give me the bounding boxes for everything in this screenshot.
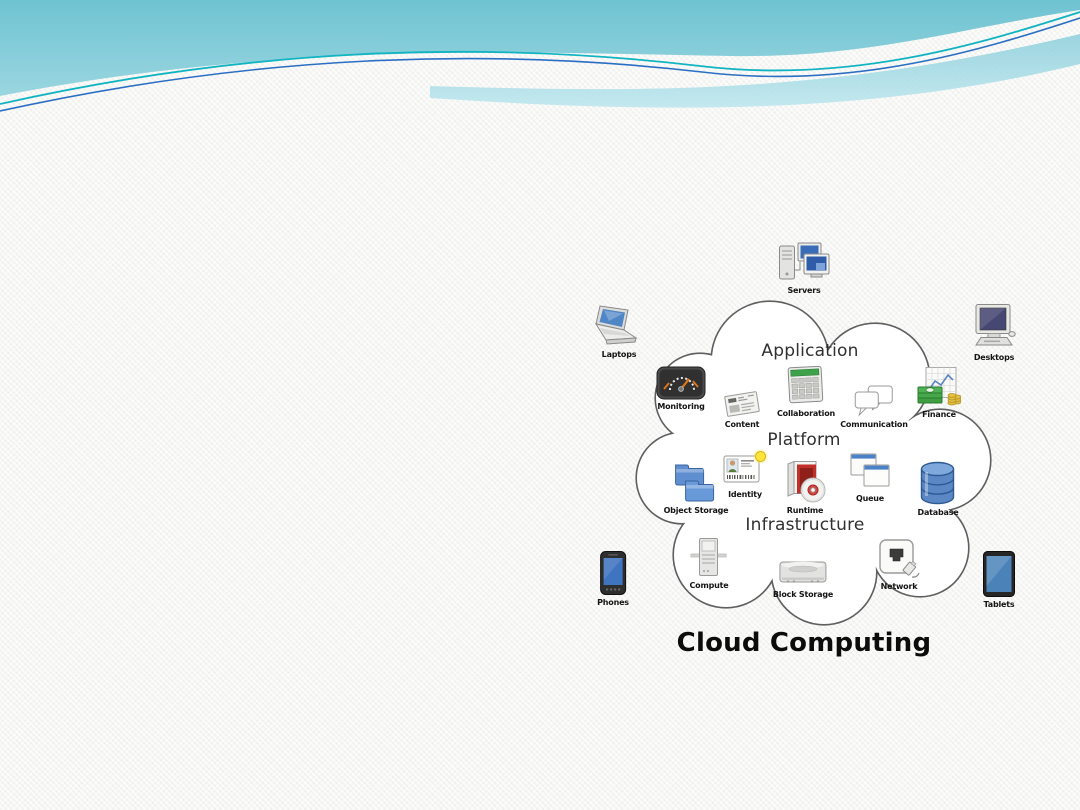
service-network: Network [878, 538, 920, 591]
diagram-title: Cloud Computing [676, 628, 932, 658]
block-storage-icon [779, 561, 827, 583]
queue-icon [850, 453, 890, 487]
layer-label-platform: Platform [767, 430, 841, 450]
service-label: Compute [689, 581, 729, 590]
service-label: Finance [922, 410, 956, 419]
finance-icon [917, 367, 961, 406]
service-content: Content [720, 388, 764, 429]
service-queue: Queue [849, 452, 891, 503]
service-monitoring: Monitoring [656, 366, 706, 411]
device-label: Desktops [973, 353, 1015, 362]
laptops-icon [594, 305, 638, 345]
service-label: Content [724, 420, 760, 429]
service-label: Queue [855, 494, 885, 503]
header-wave-graphic [0, 0, 1080, 112]
device-label: Phones [597, 598, 629, 607]
service-finance: Finance [917, 366, 961, 419]
servers-icon [779, 242, 830, 280]
monitoring-icon [656, 366, 706, 400]
device-label: Laptops [601, 350, 637, 359]
object-storage-icon [675, 464, 715, 502]
device-desktops: Desktops [971, 303, 1017, 362]
network-icon [879, 539, 920, 578]
device-laptops: Laptops [594, 304, 644, 359]
phones-icon [600, 551, 626, 595]
service-label: Object Storage [663, 506, 729, 515]
service-label: Network [880, 582, 918, 591]
device-label: Tablets [983, 600, 1015, 609]
device-phones: Phones [597, 550, 629, 607]
collaboration-icon [787, 365, 824, 404]
desktops-icon [975, 304, 1016, 346]
layer-label-infrastructure: Infrastructure [745, 515, 865, 535]
service-label: Collaboration [777, 409, 835, 418]
service-database: Database [918, 460, 959, 517]
service-collaboration: Collaboration [777, 365, 835, 418]
tablets-icon [983, 551, 1015, 597]
service-object-storage: Object Storage [664, 462, 729, 515]
database-icon [921, 461, 955, 505]
service-label: Communication [840, 420, 908, 429]
compute-icon [690, 538, 727, 576]
runtime-icon [787, 460, 826, 503]
service-label: Block Storage [772, 590, 834, 599]
service-label: Identity [728, 490, 762, 499]
content-icon [724, 391, 760, 417]
device-tablets: Tablets [982, 550, 1016, 609]
device-label: Servers [787, 286, 821, 295]
identity-icon [723, 449, 768, 483]
service-identity: Identity [722, 448, 768, 499]
service-label: Database [917, 508, 959, 517]
service-runtime: Runtime [782, 460, 828, 515]
service-label: Runtime [786, 506, 824, 515]
device-servers: Servers [778, 242, 830, 295]
communication-icon [854, 385, 893, 417]
service-compute: Compute [690, 537, 729, 590]
service-label: Monitoring [657, 402, 705, 411]
service-block-storage: Block Storage [773, 556, 833, 599]
service-communication: Communication [840, 384, 908, 429]
layer-label-application: Application [761, 341, 859, 361]
